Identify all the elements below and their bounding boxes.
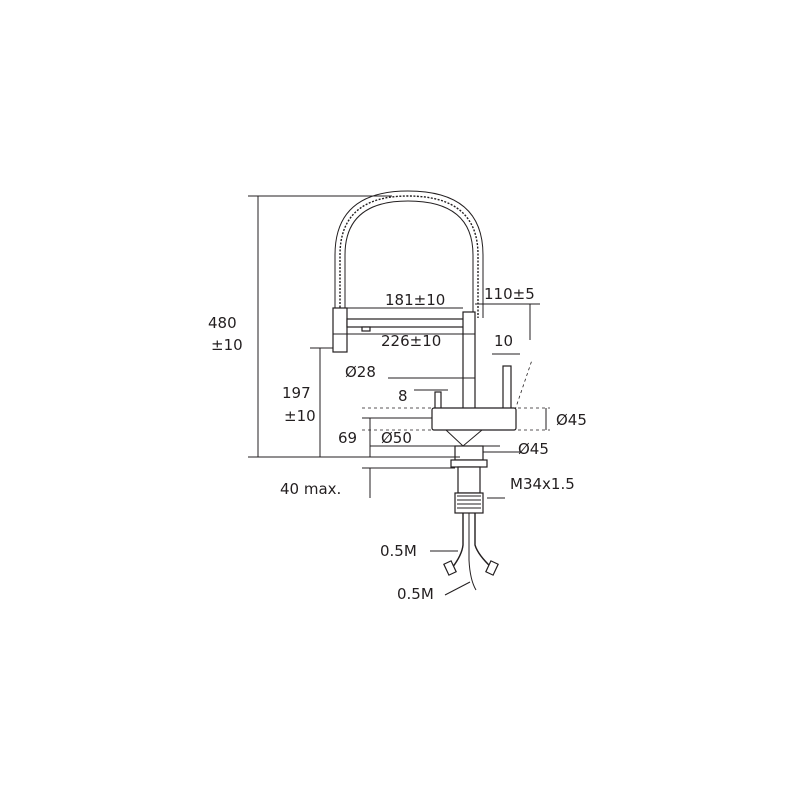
main-pipe [462,311,476,413]
label-side-offset: 110±5 [484,285,535,303]
label-base-height: 69 [338,429,357,447]
filter-lever [502,365,512,415]
label-max-thickness: 40 max. [280,480,341,498]
label-base-diameter: Ø50 [381,429,412,447]
label-hose-bottom: 0.5M [397,585,434,603]
dimension-labels: 480 ±10 197 ±10 69 40 max. 181±10 226±10… [208,285,587,603]
label-lever-width: 10 [494,332,513,350]
label-spray-height-tol: ±10 [284,407,316,425]
label-small-lever: 8 [398,387,408,405]
label-body-diameter-right: Ø45 [556,411,587,429]
small-lever [434,391,442,411]
supply-hoses [451,513,493,569]
label-base-diameter-right: Ø45 [518,440,549,458]
spring-hose [339,195,479,318]
label-total-height: 480 [208,314,237,332]
label-total-height-tol: ±10 [211,336,243,354]
faucet-base [454,445,484,461]
faucet-body [431,407,517,431]
dimension-lines [248,195,550,596]
label-reach-outer: 226±10 [381,332,441,350]
label-hose-top: 0.5M [380,542,417,560]
faucet-outline [332,190,533,591]
spray-arm [346,318,468,328]
label-reach-inner: 181±10 [385,291,445,309]
label-thread: M34x1.5 [510,475,575,493]
label-spray-height: 197 [282,384,311,402]
label-pipe-diameter: Ø28 [345,363,376,381]
spray-head [332,307,348,353]
